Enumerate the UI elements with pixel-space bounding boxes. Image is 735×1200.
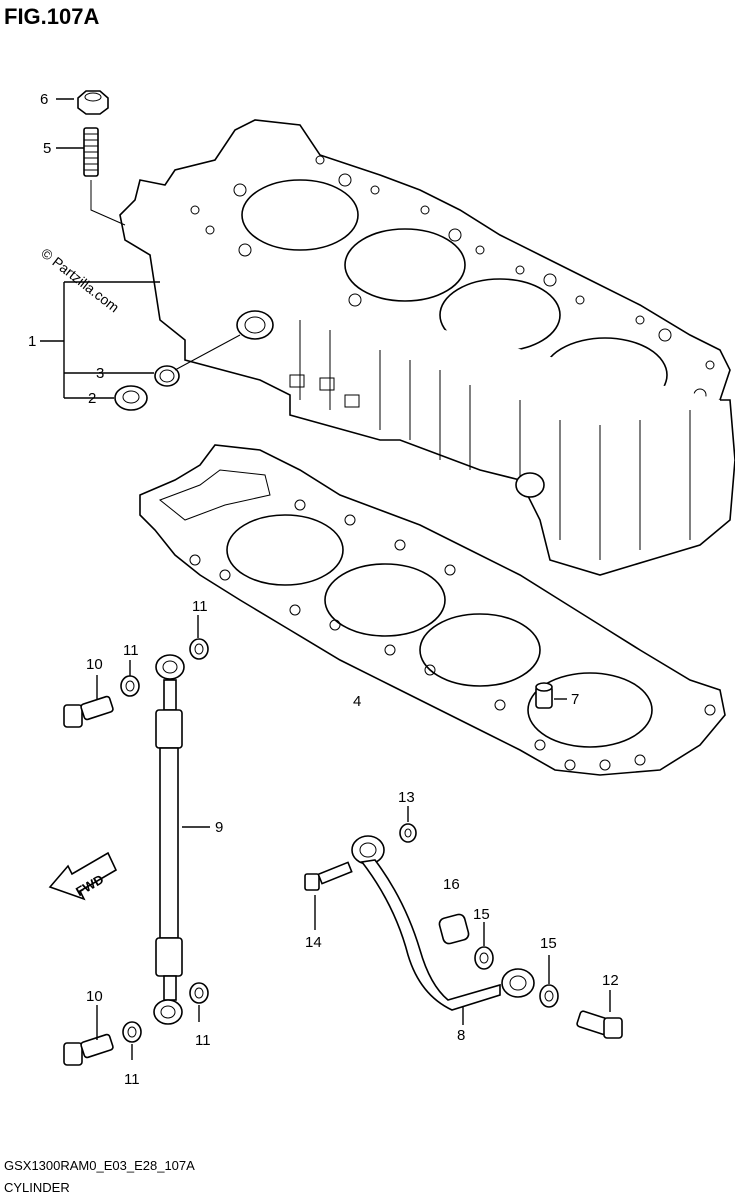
stud-leader [90,180,126,226]
washer-11-a[interactable] [120,675,140,697]
callout-14: 14 [305,934,322,951]
callout-5: 5 [43,140,51,157]
plug-leader [174,334,241,371]
washer-11-c[interactable] [189,982,209,1004]
callout-11-d: 11 [124,1071,140,1088]
callout-11-c: 11 [195,1032,211,1049]
figure-code: GSX1300RAM0_E03_E28_107A [4,1158,195,1173]
bolt-14[interactable] [304,861,353,891]
stud-bolt-5[interactable] [83,127,99,177]
callout-7: 7 [571,691,579,708]
callout-15-a: 15 [473,906,490,923]
washer-13[interactable] [399,823,417,843]
callout-6: 6 [40,91,48,108]
callout-15-b: 15 [540,935,557,952]
callout-10-b: 10 [86,988,103,1005]
cylinder-block[interactable] [119,119,735,576]
watermark: © Partzilla.com [38,245,122,316]
callout-8: 8 [457,1027,465,1044]
o-ring-3[interactable] [154,365,180,387]
washer-15-a[interactable] [474,946,494,970]
callout-13: 13 [398,789,415,806]
plug-2[interactable] [114,385,148,411]
union-bolt-10-top[interactable] [63,695,114,728]
washer-11-b[interactable] [189,638,209,660]
callout-leaders [40,98,611,1060]
fwd-arrow-icon: FWD [48,851,118,901]
cylinder-gasket[interactable] [139,444,726,776]
union-bolt-10-bottom[interactable] [63,1033,114,1066]
washer-15-b[interactable] [539,984,559,1008]
callout-11-a: 11 [192,598,208,615]
callout-9: 9 [215,819,223,836]
oil-hose-9[interactable] [153,654,185,1025]
washer-11-d[interactable] [122,1021,142,1043]
figure-caption: CYLINDER [4,1180,70,1195]
cap-16[interactable] [438,913,470,945]
callout-12: 12 [602,972,619,989]
callout-16: 16 [443,876,460,893]
callout-4: 4 [353,693,361,710]
callout-10-a: 10 [86,656,103,673]
callout-1: 1 [28,333,36,350]
figure-title: FIG.107A [4,4,99,29]
callout-2: 2 [88,390,96,407]
oil-pipe-8[interactable] [351,835,535,1011]
callout-11-b: 11 [123,642,139,659]
callout-3: 3 [96,365,104,382]
nut-6[interactable] [77,90,109,115]
union-bolt-12[interactable] [576,1010,623,1039]
dowel-pin-7[interactable] [535,682,553,709]
